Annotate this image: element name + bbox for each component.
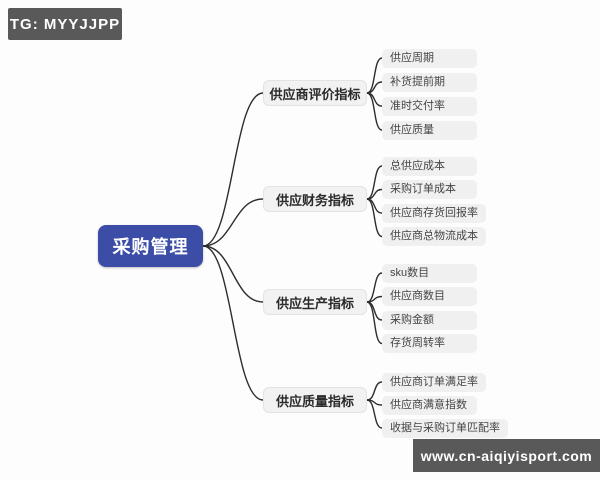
leaf-node: 供应商订单满足率 — [382, 372, 486, 392]
branch-supply-quality: 供应质量指标 — [263, 387, 367, 413]
leaf-node: 补货提前期 — [382, 72, 477, 92]
leaf-node: 准时交付率 — [382, 96, 477, 116]
branch-supply-finance: 供应财务指标 — [263, 186, 367, 212]
root-node-procurement: 采购管理 — [98, 225, 203, 267]
leaf-node: 总供应成本 — [382, 156, 477, 176]
leaf-node: 供应商满意指数 — [382, 395, 477, 415]
site-watermark: www.cn-aiqiyisport.com — [413, 439, 600, 472]
leaf-node: sku数目 — [382, 263, 477, 283]
telegram-badge: TG: MYYJJPP — [8, 8, 122, 40]
leaf-node: 采购金额 — [382, 310, 477, 330]
leaf-node: 采购订单成本 — [382, 180, 477, 199]
leaf-node: 供应商存货回报率 — [382, 203, 486, 223]
branch-supplier-evaluation: 供应商评价指标 — [263, 80, 367, 106]
leaf-node: 供应商数目 — [382, 287, 477, 306]
leaf-node: 供应商总物流成本 — [382, 227, 486, 246]
leaf-node: 存货周转率 — [382, 334, 477, 353]
leaf-node: 供应质量 — [382, 120, 477, 140]
branch-supply-production: 供应生产指标 — [263, 289, 367, 315]
leaf-node: 供应周期 — [382, 48, 477, 68]
leaf-node: 收据与采购订单匹配率 — [382, 418, 508, 438]
